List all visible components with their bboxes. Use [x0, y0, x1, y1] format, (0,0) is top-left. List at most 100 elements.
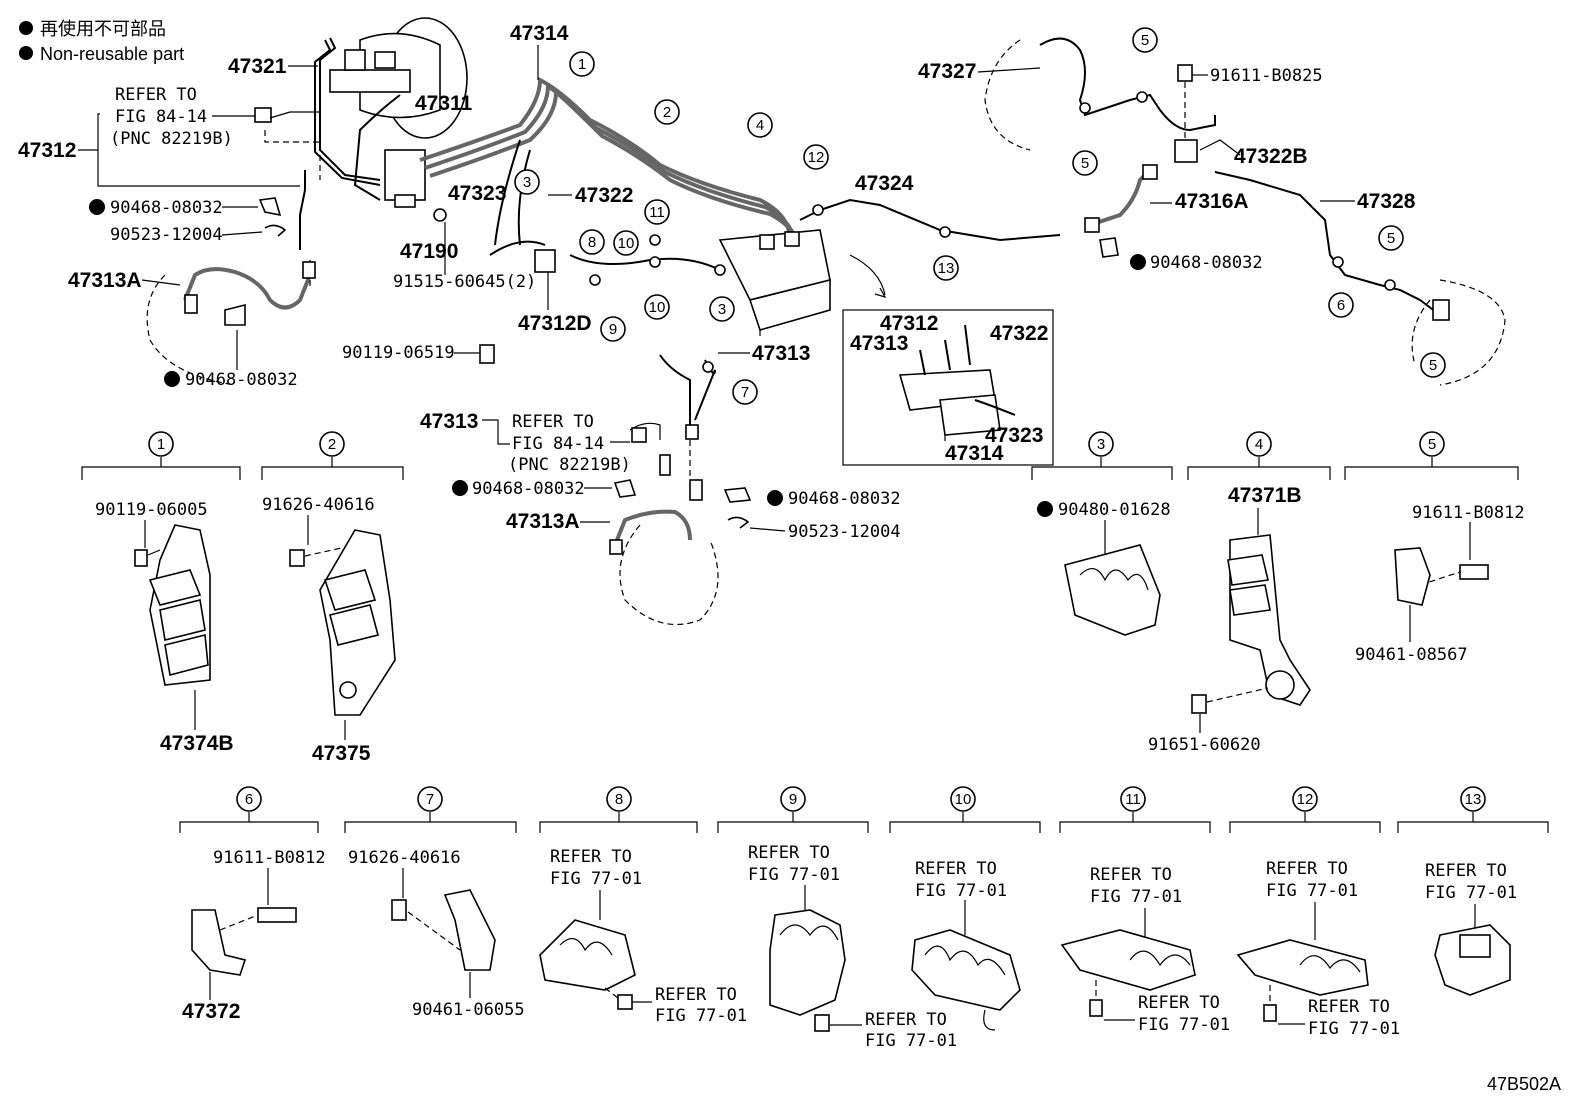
- detail-4: 47371B 91651-60620: [1148, 484, 1311, 755]
- svg-text:REFER TO: REFER TO: [512, 412, 594, 432]
- proportioning-valve: [384, 149, 447, 222]
- svg-text:47322B: 47322B: [1234, 145, 1308, 168]
- svg-text:47190: 47190: [400, 240, 458, 263]
- abs-actuator: [718, 229, 831, 331]
- svg-text:90468-08032: 90468-08032: [185, 370, 298, 390]
- svg-text:91626-40616: 91626-40616: [262, 495, 375, 515]
- svg-text:6: 6: [245, 791, 253, 808]
- detail-inset: [842, 309, 1054, 466]
- svg-text:6: 6: [1337, 297, 1345, 314]
- svg-text:90468-08032: 90468-08032: [110, 198, 223, 218]
- svg-text:2: 2: [328, 436, 336, 453]
- svg-text:3: 3: [523, 174, 531, 191]
- svg-text:REFER TO: REFER TO: [550, 847, 632, 867]
- svg-text:7: 7: [741, 384, 749, 401]
- svg-text:REFER TO: REFER TO: [865, 1010, 947, 1030]
- svg-text:47312: 47312: [880, 312, 938, 335]
- svg-text:5: 5: [1387, 230, 1395, 247]
- svg-text:FIG 77-01: FIG 77-01: [865, 1031, 957, 1051]
- svg-text:FIG 77-01: FIG 77-01: [1266, 881, 1358, 901]
- svg-text:4: 4: [756, 117, 764, 134]
- brake-booster: [329, 17, 468, 139]
- svg-text:90468-08032: 90468-08032: [788, 489, 901, 509]
- svg-text:90523-12004: 90523-12004: [110, 225, 223, 245]
- svg-text:REFER TO: REFER TO: [1138, 993, 1220, 1013]
- svg-text:47316A: 47316A: [1175, 190, 1249, 213]
- svg-text:91611-B0812: 91611-B0812: [1412, 503, 1525, 523]
- svg-text:8: 8: [588, 234, 596, 251]
- svg-text:13: 13: [938, 260, 955, 277]
- svg-text:12: 12: [1297, 791, 1314, 808]
- svg-text:47375: 47375: [312, 742, 371, 765]
- svg-text:47322: 47322: [575, 184, 633, 207]
- svg-text:5: 5: [1081, 155, 1089, 172]
- svg-text:FIG 84-14: FIG 84-14: [115, 107, 207, 127]
- svg-text:47311: 47311: [415, 92, 473, 115]
- svg-text:8: 8: [615, 791, 623, 808]
- svg-text:1: 1: [157, 436, 165, 453]
- detail-2: 91626-40616 47375: [262, 495, 396, 765]
- svg-text:REFER TO: REFER TO: [915, 859, 997, 879]
- legend-en: Non-reusable part: [40, 44, 184, 64]
- svg-text:7: 7: [426, 791, 434, 808]
- svg-text:REFER TO: REFER TO: [1090, 865, 1172, 885]
- detail-11: REFER TO FIG 77-01 REFER TO FIG 77-01: [1060, 865, 1230, 1035]
- detail-7: 91626-40616 90461-06055: [348, 848, 525, 1020]
- svg-text:47312D: 47312D: [518, 312, 592, 335]
- svg-text:REFER TO: REFER TO: [1425, 861, 1507, 881]
- svg-text:13: 13: [1465, 791, 1482, 808]
- svg-text:3: 3: [1097, 436, 1105, 453]
- svg-text:2: 2: [663, 104, 671, 121]
- svg-text:91651-60620: 91651-60620: [1148, 735, 1261, 755]
- main-labels: 47321 47311 47312 47314 4 7 3 2 3 47322 4719…: [18, 22, 1416, 533]
- svg-text:REFER TO: REFER TO: [748, 843, 830, 863]
- svg-text:5: 5: [1429, 357, 1437, 374]
- svg-text:10: 10: [618, 235, 635, 252]
- svg-text:47328: 47328: [1357, 190, 1416, 213]
- svg-text:47372: 47372: [182, 1000, 240, 1023]
- refer-fig84-mid: REFER TO FIG 84-14 (PNC 82219B): [508, 412, 631, 475]
- svg-text:47374B: 47374B: [160, 732, 234, 755]
- svg-text:47321: 47321: [228, 55, 287, 78]
- detail-8: REFER TO FIG 77-01 REFER TO FIG 77-01: [539, 847, 747, 1026]
- svg-text:11: 11: [649, 204, 665, 221]
- svg-text:90461-06055: 90461-06055: [412, 1000, 525, 1020]
- svg-text:47324: 47324: [855, 172, 914, 195]
- callouts-main: 1 2 3 3 4 5 5 5 5 6 7 8 9 10 10 11 12 13: [514, 27, 1446, 405]
- detail-5: 91611-B0812 90461-08567: [1355, 503, 1525, 665]
- svg-text:90119-06005: 90119-06005: [95, 500, 208, 520]
- non-reusable-dot-icon: [19, 21, 33, 35]
- svg-text:1: 1: [578, 56, 586, 73]
- svg-text:REFER TO: REFER TO: [655, 985, 737, 1005]
- svg-text:4: 4: [1255, 436, 1263, 453]
- svg-text:91626-40616: 91626-40616: [348, 848, 461, 868]
- svg-text:(PNC 82219B): (PNC 82219B): [110, 129, 233, 149]
- svg-text:47313: 47313: [850, 332, 908, 355]
- svg-text:FIG 77-01: FIG 77-01: [550, 869, 642, 889]
- svg-text:47314: 47314: [510, 22, 569, 45]
- svg-text:12: 12: [808, 149, 825, 166]
- svg-text:FIG 77-01: FIG 77-01: [1425, 883, 1517, 903]
- svg-text:3: 3: [718, 301, 726, 318]
- part-number-labels: 90468-08032 90523-12004 91515-60645(2) 9…: [89, 66, 1323, 542]
- svg-text:47371B: 47371B: [1228, 484, 1302, 507]
- svg-text:11: 11: [1125, 791, 1141, 808]
- svg-text:47313: 47313: [752, 342, 810, 365]
- svg-text:91611-B0825: 91611-B0825: [1210, 66, 1323, 86]
- svg-text:REFER TO: REFER TO: [1266, 859, 1348, 879]
- inset-labels: 47312 47322 47313 47323 47314: [850, 312, 1048, 465]
- svg-text:91611-B0812: 91611-B0812: [213, 848, 326, 868]
- svg-text:47327: 47327: [918, 60, 976, 83]
- svg-text:47322: 47322: [990, 322, 1048, 345]
- svg-text:5: 5: [1141, 32, 1149, 49]
- svg-text:91515-60645(2): 91515-60645(2): [393, 272, 536, 292]
- detail-6: 91611-B0812 47372: [182, 848, 326, 1023]
- legend-ja: 再使用不可部品: [40, 19, 166, 39]
- detail-9: REFER TO FIG 77-01 REFER TO FIG 77-01: [748, 843, 957, 1051]
- svg-text:90461-08567: 90461-08567: [1355, 645, 1468, 665]
- refer-fig84-top: REFER TO FIG 84-14 (PNC 82219B): [110, 85, 321, 180]
- detail-12: REFER TO FIG 77-01 REFER TO FIG 77-01: [1236, 859, 1400, 1039]
- svg-text:47313A: 47313A: [68, 269, 142, 292]
